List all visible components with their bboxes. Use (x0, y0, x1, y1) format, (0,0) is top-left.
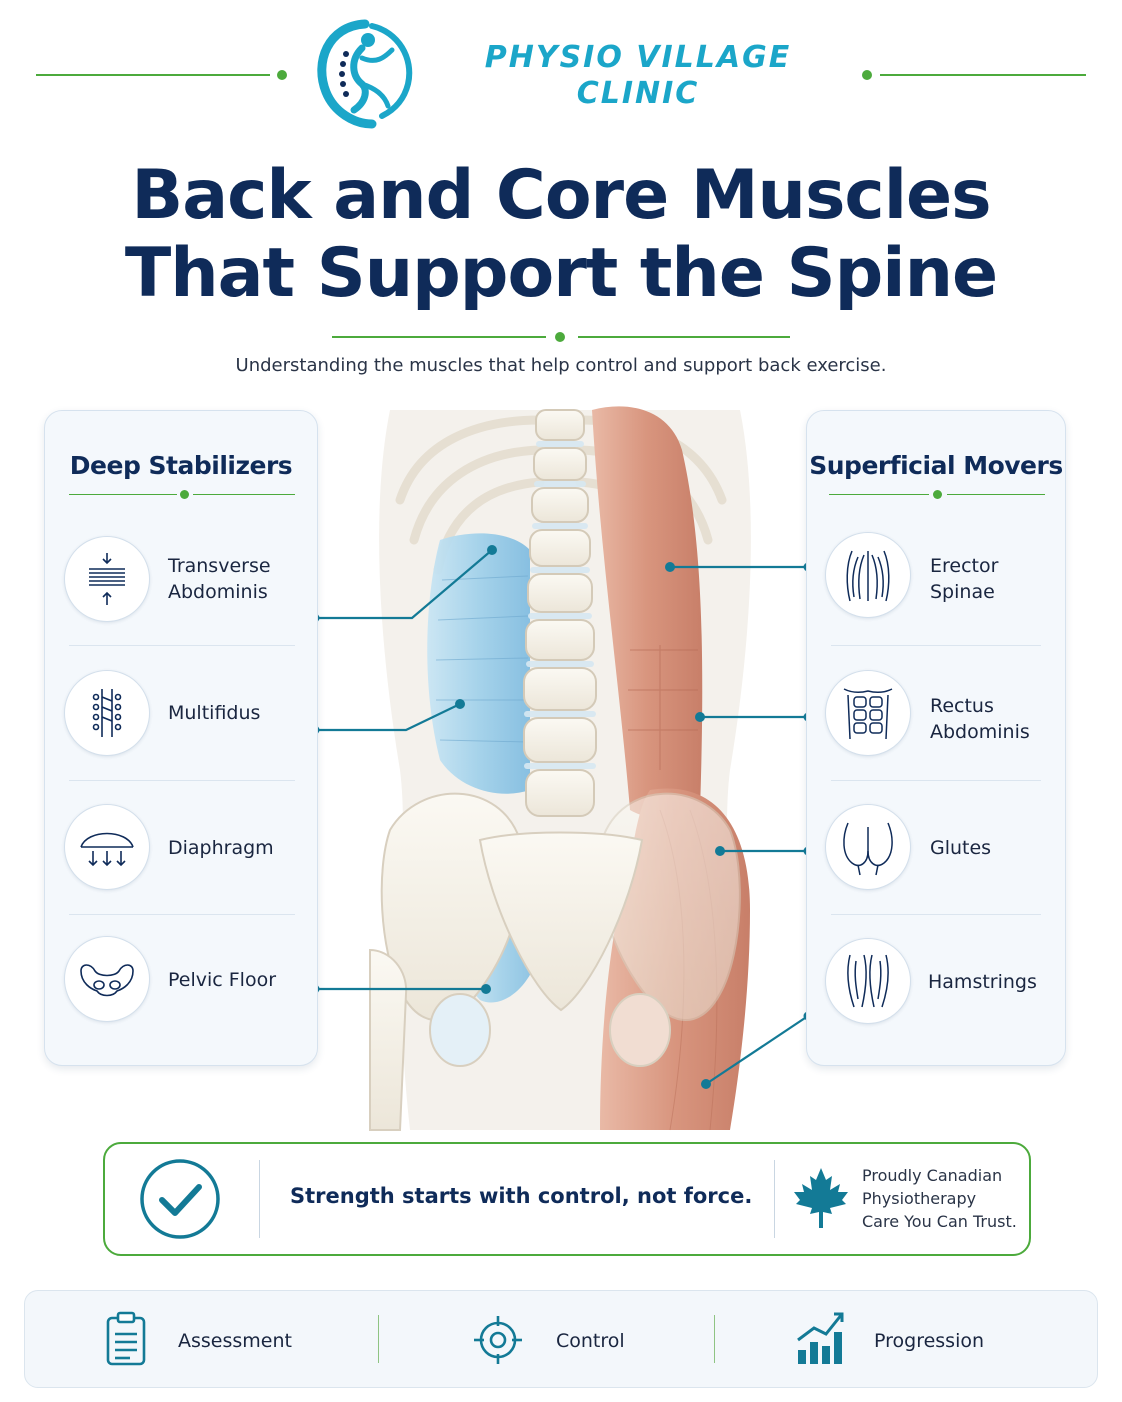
rectus-abdominis-line-2: Abdominis (930, 721, 1030, 743)
panel-rule-left-b (193, 494, 295, 495)
clinic-name-line-2: CLINIC (576, 76, 700, 111)
row-divider (831, 645, 1041, 646)
row-divider (69, 780, 295, 781)
panel-dot (933, 490, 942, 499)
superficial-movers-title: Superficial Movers (809, 451, 1063, 480)
trust-line-3: Care You Can Trust. (862, 1212, 1017, 1231)
trust-line-1: Proudly Canadian (862, 1166, 1003, 1185)
title-rule-left (332, 336, 546, 338)
abs-icon (825, 670, 911, 756)
growth-chart-icon (794, 1306, 848, 1366)
page-subtitle: Understanding the muscles that help cont… (235, 355, 887, 376)
process-footer (24, 1290, 1098, 1388)
check-circle-icon (138, 1157, 222, 1241)
title-rule-right (578, 336, 790, 338)
maple-leaf-icon (792, 1166, 850, 1230)
panel-dot (180, 490, 189, 499)
back-muscles-icon (825, 532, 911, 618)
banner-divider-left (259, 1160, 260, 1238)
spine-anatomy-illustration (330, 390, 792, 1140)
banner-tagline: Strength starts with control, not force. (290, 1184, 753, 1208)
header-dot-right (862, 70, 872, 80)
panel-rule-left-a (69, 494, 177, 495)
row-divider (69, 645, 295, 646)
header-dot-left (277, 70, 287, 80)
trust-line-2: Physiotherapy (862, 1189, 977, 1208)
spine-segments-icon (64, 670, 150, 756)
footer-divider-1 (378, 1315, 379, 1363)
transverse-abdominis-label: Transverse Abdominis (168, 553, 271, 605)
clipboard-icon (104, 1310, 148, 1368)
diaphragm-dome-icon (64, 804, 150, 890)
panel-rule-right-a (829, 494, 929, 495)
legs-icon (825, 938, 911, 1024)
rectus-abdominis-line-1: Rectus (930, 695, 994, 717)
title-dot (555, 332, 565, 342)
footer-divider-2 (714, 1315, 715, 1363)
tagline-banner (103, 1142, 1031, 1256)
transverse-abdominis-line-2: Abdominis (168, 581, 268, 603)
page-title-line-1: Back and Core Muscles (131, 156, 991, 235)
erector-spinae-line-2: Spinae (930, 581, 995, 603)
multifidus-label: Multifidus (168, 702, 261, 724)
footer-progression-label: Progression (874, 1330, 985, 1352)
target-icon (472, 1314, 524, 1366)
deep-stabilizers-title: Deep Stabilizers (69, 451, 293, 480)
footer-control-label: Control (556, 1330, 625, 1352)
trust-statement: Proudly Canadian Physiotherapy Care You … (862, 1164, 1017, 1233)
glutes-icon (825, 804, 911, 890)
row-divider (831, 914, 1041, 915)
erector-spinae-line-1: Erector (930, 555, 999, 577)
pelvic-floor-label: Pelvic Floor (168, 969, 277, 991)
header-rule-left (36, 74, 270, 76)
transverse-abdominis-line-1: Transverse (168, 555, 271, 577)
header-rule-right (880, 74, 1086, 76)
panel-rule-right-b (947, 494, 1045, 495)
banner-divider-right (774, 1160, 775, 1238)
row-divider (69, 914, 295, 915)
diaphragm-label: Diaphragm (168, 837, 274, 859)
rectus-abdominis-label: Rectus Abdominis (930, 693, 1030, 745)
compression-lines-icon (64, 536, 150, 622)
erector-spinae-label: Erector Spinae (930, 553, 998, 605)
page-title-line-2: That Support the Spine (124, 234, 998, 313)
glutes-label: Glutes (930, 837, 992, 859)
row-divider (831, 780, 1041, 781)
pelvis-icon (64, 936, 150, 1022)
clinic-logo-icon (310, 18, 420, 130)
footer-assessment-label: Assessment (178, 1330, 292, 1352)
hamstrings-label: Hamstrings (928, 971, 1037, 993)
clinic-name: PHYSIO VILLAGE CLINIC (428, 40, 848, 112)
clinic-name-line-1: PHYSIO VILLAGE (484, 40, 792, 75)
